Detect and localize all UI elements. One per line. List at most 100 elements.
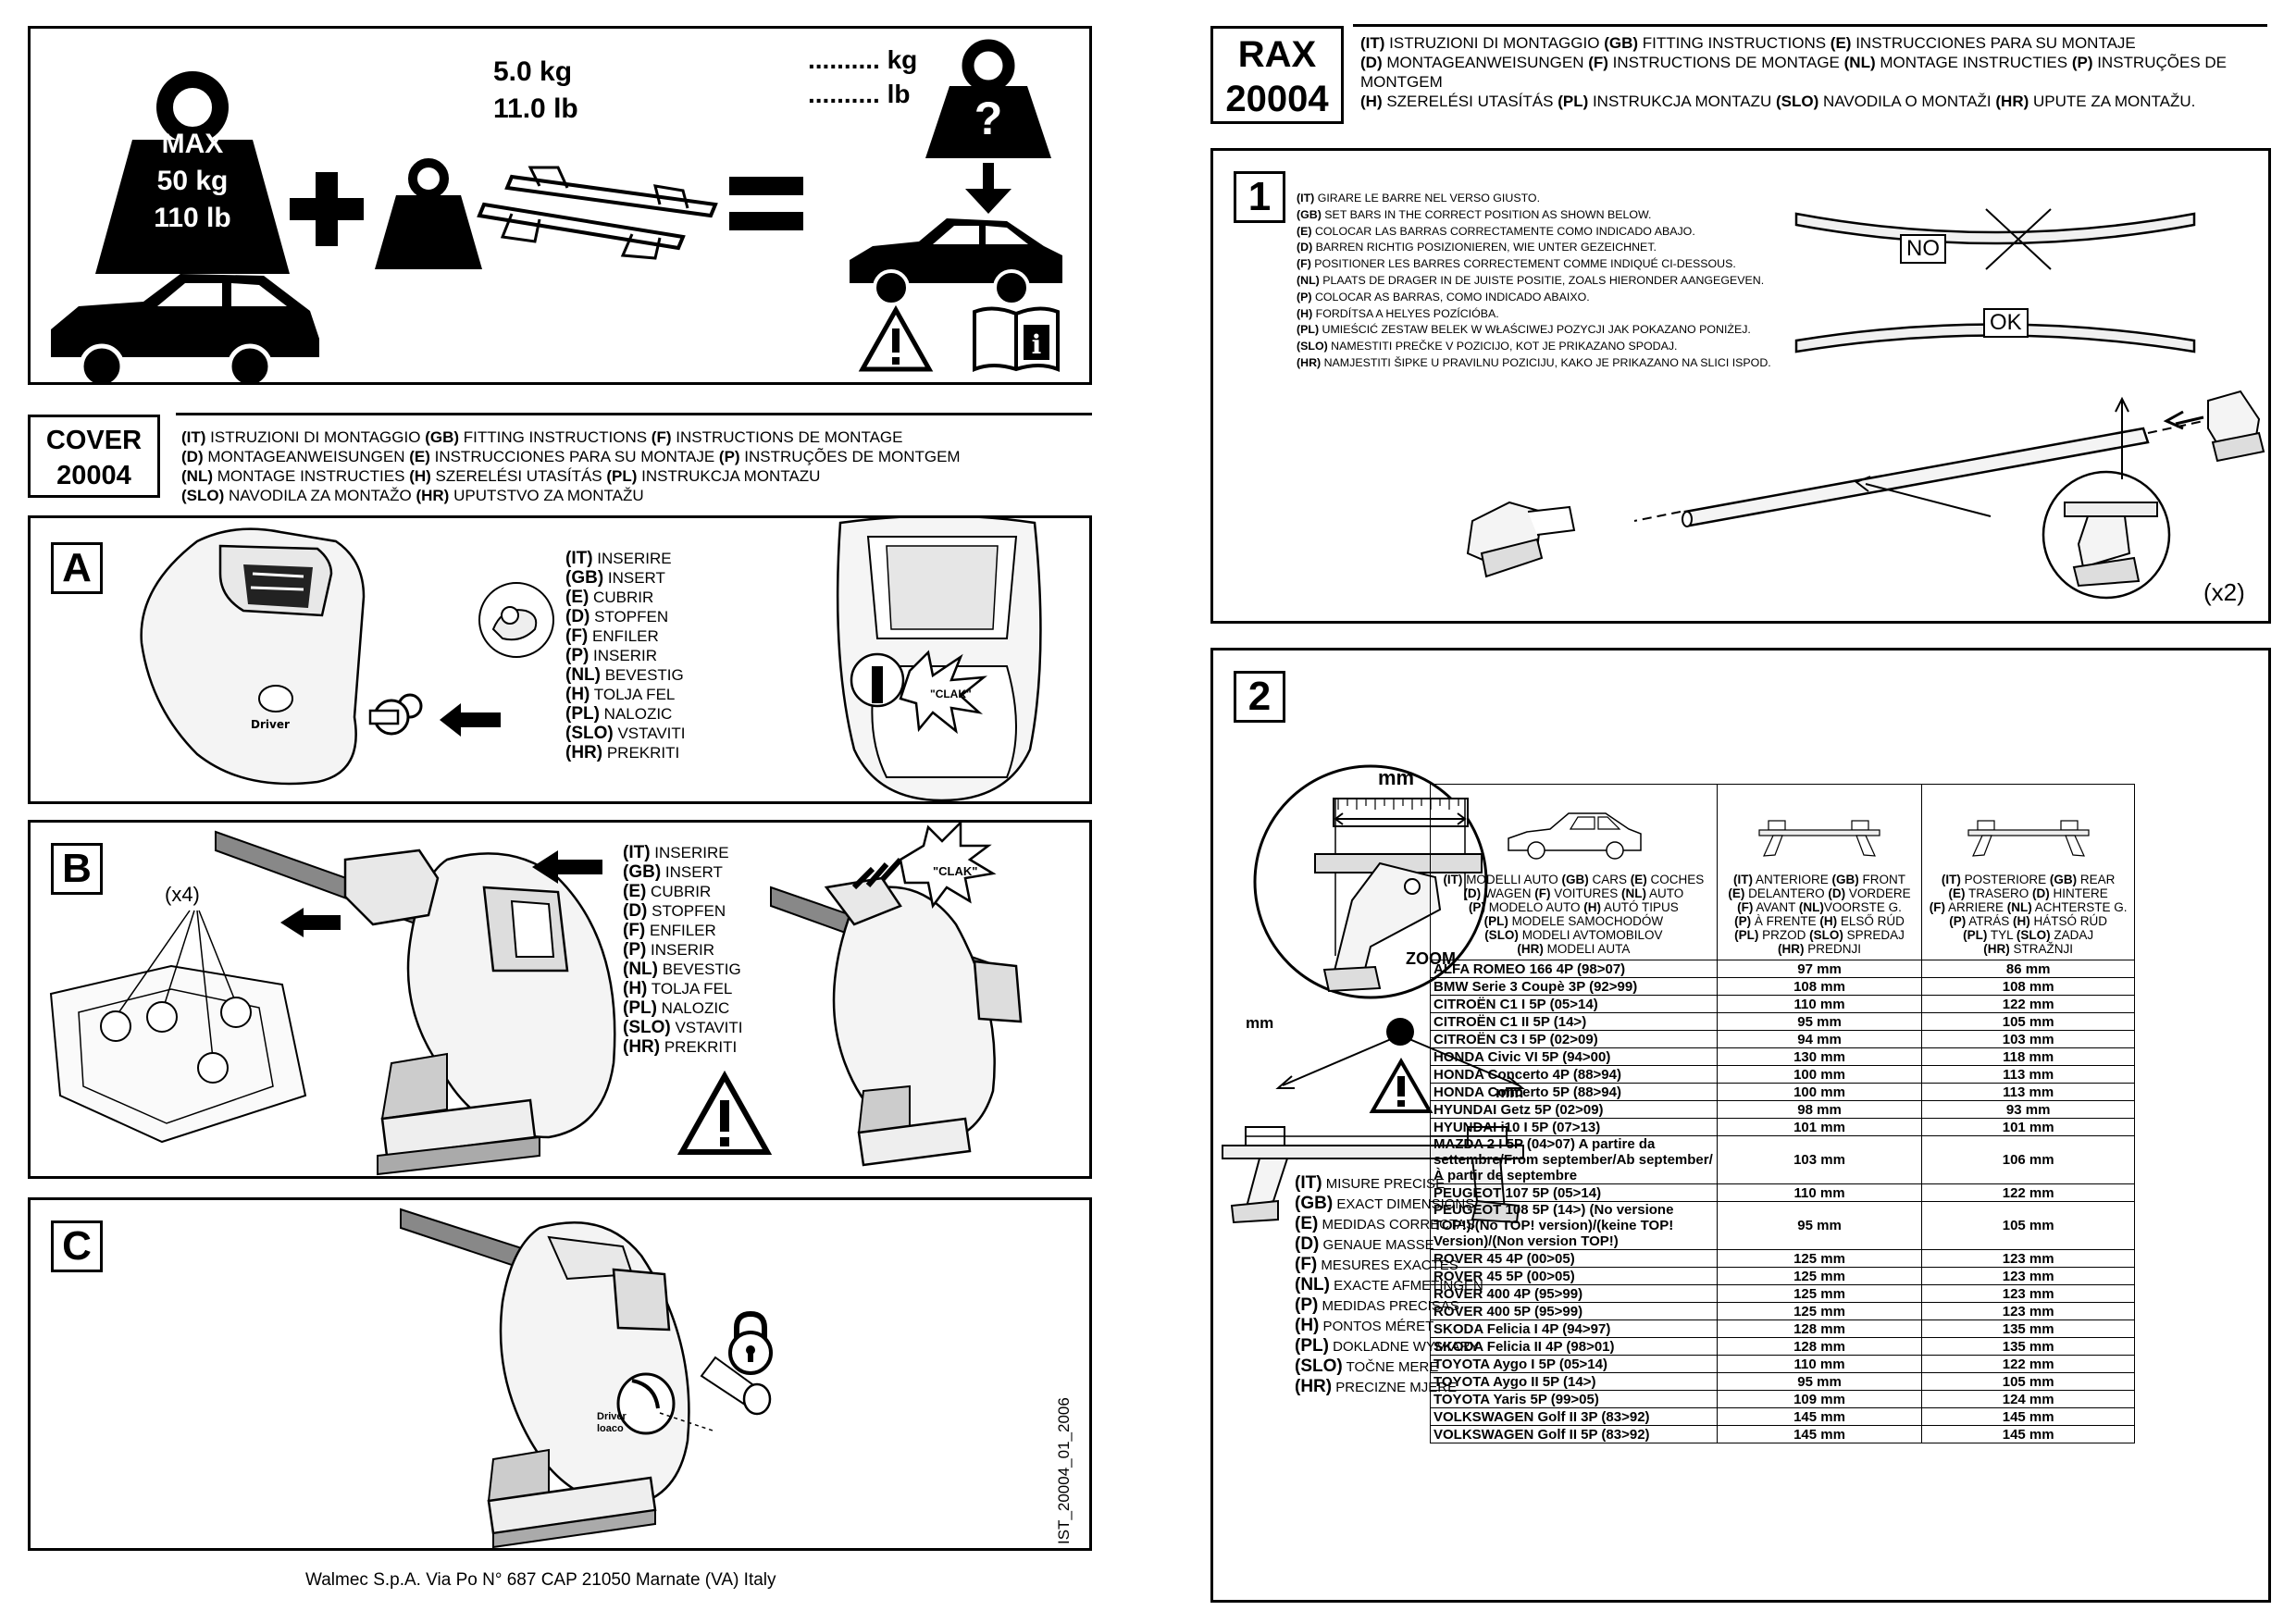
step-1-text: COLOCAR AS BARRAS, COMO INDICADO ABAIXO. xyxy=(1311,290,1590,304)
step-1-text: GIRARE LE BARRE NEL VERSO GIUSTO. xyxy=(1314,192,1541,204)
down-arrow-icon xyxy=(965,163,1011,214)
brand-label-c: Driver loaco xyxy=(597,1411,627,1434)
insert-verb-code: (E) xyxy=(565,588,590,607)
models-header-line: (HR) MODELI AUTA xyxy=(1433,942,1714,956)
insert-verb: (SLO) VSTAVITI xyxy=(565,724,686,743)
insert-verb: (PL) NALOZIC xyxy=(565,704,686,724)
step-b-letter: B xyxy=(51,843,103,895)
rax-instruction-line: (IT) ISTRUZIONI DI MONTAGGIO (GB) FITTIN… xyxy=(1360,33,2296,53)
exact-dimension-label-code: (D) xyxy=(1295,1234,1320,1254)
question-mark: ? xyxy=(974,93,1003,144)
insert-verb: (IT) INSERIRE xyxy=(623,843,743,862)
step-1-panel: 1 (IT) GIRARE LE BARRE NEL VERSO GIUSTO.… xyxy=(1210,148,2271,624)
rear-value: 103 mm xyxy=(1921,1030,2135,1048)
step-1-line: (IT) GIRARE LE BARRE NEL VERSO GIUSTO. xyxy=(1297,191,1771,207)
warning-b-icon xyxy=(676,1070,773,1155)
rear-header-text: TRASERO xyxy=(1965,886,2033,900)
step-1-code: (PL) xyxy=(1297,323,1320,337)
insert-verb-text: TOLJA FEL xyxy=(647,980,733,997)
rax-instruction-code: (NL) xyxy=(1843,54,1876,71)
front-value: 145 mm xyxy=(1716,1407,1923,1426)
step-1-text: BARREN RICHTIG POSIZIONIEREN, WIE UNTER … xyxy=(1312,241,1657,254)
models-header-code: (HR) xyxy=(1517,942,1544,956)
rax-instruction-text: SZERELÉSI UTASÍTÁS xyxy=(1382,93,1558,110)
insert-verb-code: (H) xyxy=(623,979,648,998)
insert-verb-text: INSERIRE xyxy=(592,550,672,567)
exact-dimension-label: (F) MESURES EXACTES xyxy=(1295,1255,1483,1275)
front-value: 101 mm xyxy=(1716,1118,1923,1136)
front-value: 110 mm xyxy=(1716,1355,1923,1373)
car-model: ROVER 400 4P (95>99) xyxy=(1430,1284,1718,1303)
rax-instruction-code: (GB) xyxy=(1604,34,1639,52)
rear-value: 106 mm xyxy=(1921,1135,2135,1184)
rear-header-line: (IT) POSTERIORE (GB) REAR xyxy=(1925,873,2131,886)
front-value: 103 mm xyxy=(1716,1135,1923,1184)
result-kg: .......... kg xyxy=(808,45,918,74)
plus-icon xyxy=(290,172,364,246)
car-model: VOLKSWAGEN Golf II 3P (83>92) xyxy=(1430,1407,1718,1426)
manual-book-icon: i xyxy=(973,306,1060,372)
insert-verb-code: (SLO) xyxy=(565,724,614,743)
rear-header-line: (E) TRASERO (D) HINTERE xyxy=(1925,886,2131,900)
car-model: TOYOTA Yaris 5P (99>05) xyxy=(1430,1390,1718,1408)
rax-instruction-code: (P) xyxy=(2071,54,2093,71)
step-1-code: (P) xyxy=(1297,290,1312,304)
cover-instruction-line: (D) MONTAGEANWEISUNGEN (E) INSTRUCCIONES… xyxy=(181,447,961,466)
insert-verb: (NL) BEVESTIG xyxy=(565,665,686,685)
cover-instruction-code: (E) xyxy=(409,448,430,465)
models-header-text: MODELI AUTA xyxy=(1543,942,1631,956)
cover-code-line1: COVER xyxy=(45,426,143,455)
step-b-count: (x4) xyxy=(165,883,200,906)
insert-verb-code: (P) xyxy=(565,646,590,665)
cover-code-line2: 20004 xyxy=(56,461,131,490)
cover-instruction-code: (D) xyxy=(181,448,204,465)
exact-dimension-label: (HR) PRECIZNE MJERE xyxy=(1295,1377,1483,1397)
step-1-line: (NL) PLAATS DE DRAGER IN DE JUISTE POSIT… xyxy=(1297,273,1771,290)
rax-instruction-code: (E) xyxy=(1830,34,1852,52)
step-1-text: UMIEŚCIĆ ZESTAW BELEK W WŁAŚCIWEJ POZYCJ… xyxy=(1319,323,1751,337)
exact-dimension-label-code: (IT) xyxy=(1295,1173,1322,1193)
car-models-table: (IT) MODELLI AUTO (GB) CARS (E) COCHES(D… xyxy=(1430,784,2135,1443)
exact-dimension-label-code: (PL) xyxy=(1295,1336,1329,1356)
front-header-text: DELANTERO xyxy=(1744,886,1829,900)
insert-verb-text: INSERIR xyxy=(646,941,715,959)
rax-instruction-text: UPUTE ZA MONTAŽU. xyxy=(2029,93,2196,110)
rear-header-code: (PL) xyxy=(1963,928,1988,942)
step-c-letter: C xyxy=(51,1220,103,1272)
clak-label-b: "CLAK" xyxy=(933,864,978,878)
step-1-code: (IT) xyxy=(1297,192,1315,204)
models-header-text: MODELI AVTOMOBILOV xyxy=(1518,928,1663,942)
car-model: ROVER 400 5P (95>99) xyxy=(1430,1302,1718,1320)
front-header-code: (HR) xyxy=(1778,942,1805,956)
rax-instruction-text: INSTRUCTIONS DE MONTAGE xyxy=(1607,54,1844,71)
exact-dimension-label-text: MISURE PRECISE xyxy=(1322,1176,1446,1192)
insert-verb: (H) TOLJA FEL xyxy=(565,685,686,704)
rear-header: (IT) POSTERIORE (GB) REAR(E) TRASERO (D)… xyxy=(1921,784,2135,960)
exact-dimension-label: (H) PONTOS MÉRET xyxy=(1295,1316,1483,1336)
models-header-code: (F) xyxy=(1534,886,1551,900)
front-value: 94 mm xyxy=(1716,1030,1923,1048)
brand-label-a: Driver xyxy=(251,718,290,731)
front-header-text: FRONT xyxy=(1858,873,1906,886)
exact-dimension-label-text: TOČNE MERE xyxy=(1342,1359,1439,1375)
insert-verb: (D) STOPFEN xyxy=(565,607,686,626)
front-header-text: ELSŐ RÚD xyxy=(1837,914,1905,928)
rax-rule xyxy=(1353,24,2267,27)
step-1-line: (D) BARREN RICHTIG POSIZIONIEREN, WIE UN… xyxy=(1297,240,1771,256)
cover-instruction-text: UPUTSTVO ZA MONTAŽU xyxy=(449,487,644,504)
insert-verb-text: NALOZIC xyxy=(599,705,673,723)
front-header-line: (E) DELANTERO (D) VORDERE xyxy=(1720,886,1919,900)
rax-instruction-code: (IT) xyxy=(1360,34,1385,52)
rear-header-code: (NL) xyxy=(2006,900,2032,914)
step-b-verbs: (IT) INSERIRE(GB) INSERT(E) CUBRIR(D) ST… xyxy=(623,843,743,1057)
rear-value: 123 mm xyxy=(1921,1302,2135,1320)
insert-verb: (SLO) VSTAVITI xyxy=(623,1018,743,1037)
rear-value: 86 mm xyxy=(1921,960,2135,978)
roof-bars-icon xyxy=(477,166,718,260)
